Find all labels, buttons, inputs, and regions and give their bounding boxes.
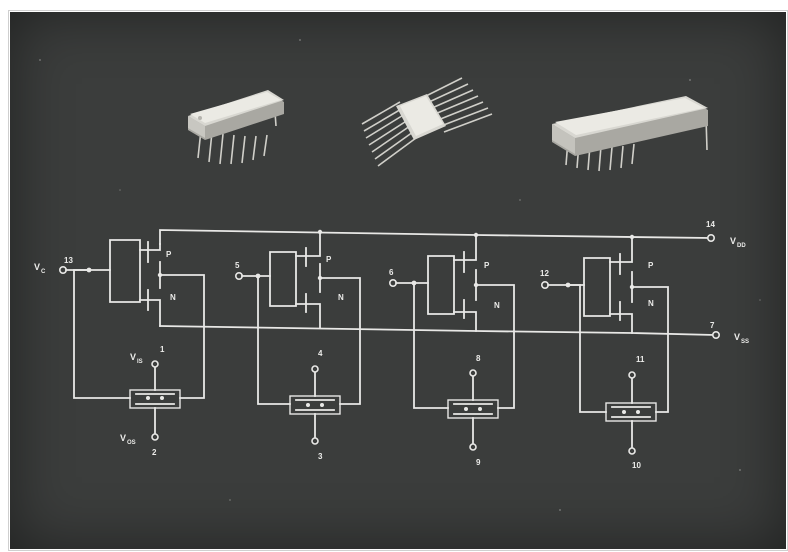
switch-2-p-label: P	[326, 255, 332, 264]
switch-3-in-terminal	[469, 369, 477, 377]
switch-4-control-pin: 12	[540, 269, 549, 278]
switch-2-control-pin: 5	[235, 261, 240, 270]
vss-terminal	[711, 330, 720, 339]
switch-2-out-terminal	[311, 437, 319, 445]
switch-3-out-pin: 9	[476, 458, 481, 467]
switch-4-in-pin: 11	[636, 355, 645, 364]
switch-1-control-label: V	[34, 262, 40, 272]
switch-3-control-pin: 6	[389, 268, 394, 277]
switch-2: 5 P N 4 3	[235, 229, 361, 461]
switch-1-p-label: P	[166, 250, 172, 259]
switch-1: 13 V C P N 1 V IS 2 V OS	[34, 239, 205, 457]
switch-1-in-terminal	[151, 360, 159, 368]
vss-label-sub: SS	[741, 339, 749, 345]
switch-3: 6 P N 8 9	[388, 232, 515, 467]
switch-1-control-pin: 13	[64, 256, 73, 265]
vdd-label-sub: DD	[737, 243, 746, 249]
switch-1-in-sub: IS	[137, 359, 143, 365]
switch-1-control-sub: C	[41, 269, 46, 275]
vss-pin-number: 7	[710, 321, 715, 330]
switch-1-n-label: N	[170, 293, 176, 302]
switch-2-in-terminal	[311, 365, 319, 373]
switch-1-out-sub: OS	[127, 440, 136, 446]
switch-2-n-label: N	[338, 293, 344, 302]
vss-rail: 7 V SS	[159, 321, 749, 345]
switch-4-n-label: N	[648, 299, 654, 308]
switch-2-in-pin: 4	[318, 349, 323, 358]
switch-1-out-pin: 2	[152, 448, 157, 457]
switch-1-out-terminal	[151, 433, 159, 441]
film-grain	[39, 39, 761, 511]
switch-3-in-pin: 8	[476, 354, 481, 363]
switch-1-out-label: V	[120, 433, 126, 443]
package-flat-pack	[361, 77, 493, 167]
vdd-terminal	[706, 234, 715, 243]
dip-ceramic-leads	[197, 106, 277, 165]
flat-pack-leads	[361, 77, 493, 167]
package-dip-plastic	[552, 96, 708, 172]
switch-4-p-label: P	[648, 261, 654, 270]
switch-3-out-terminal	[469, 443, 477, 451]
switch-3-p-label: P	[484, 261, 490, 270]
switch-4-in-terminal	[628, 371, 636, 379]
switch-1-in-label: V	[130, 352, 136, 362]
switch-2-out-pin: 3	[318, 452, 323, 461]
switch-3-n-label: N	[494, 301, 500, 310]
vdd-label: V	[730, 236, 736, 246]
vss-label: V	[734, 332, 740, 342]
vdd-rail: 14 V DD	[159, 220, 746, 249]
switch-4: 12 P N 11 10	[540, 234, 669, 470]
vdd-pin-number: 14	[706, 220, 715, 229]
switch-4-out-pin: 10	[632, 461, 641, 470]
switch-4-out-terminal	[628, 447, 636, 455]
switch-1-in-pin: 1	[160, 345, 165, 354]
package-dip-ceramic	[188, 90, 284, 165]
